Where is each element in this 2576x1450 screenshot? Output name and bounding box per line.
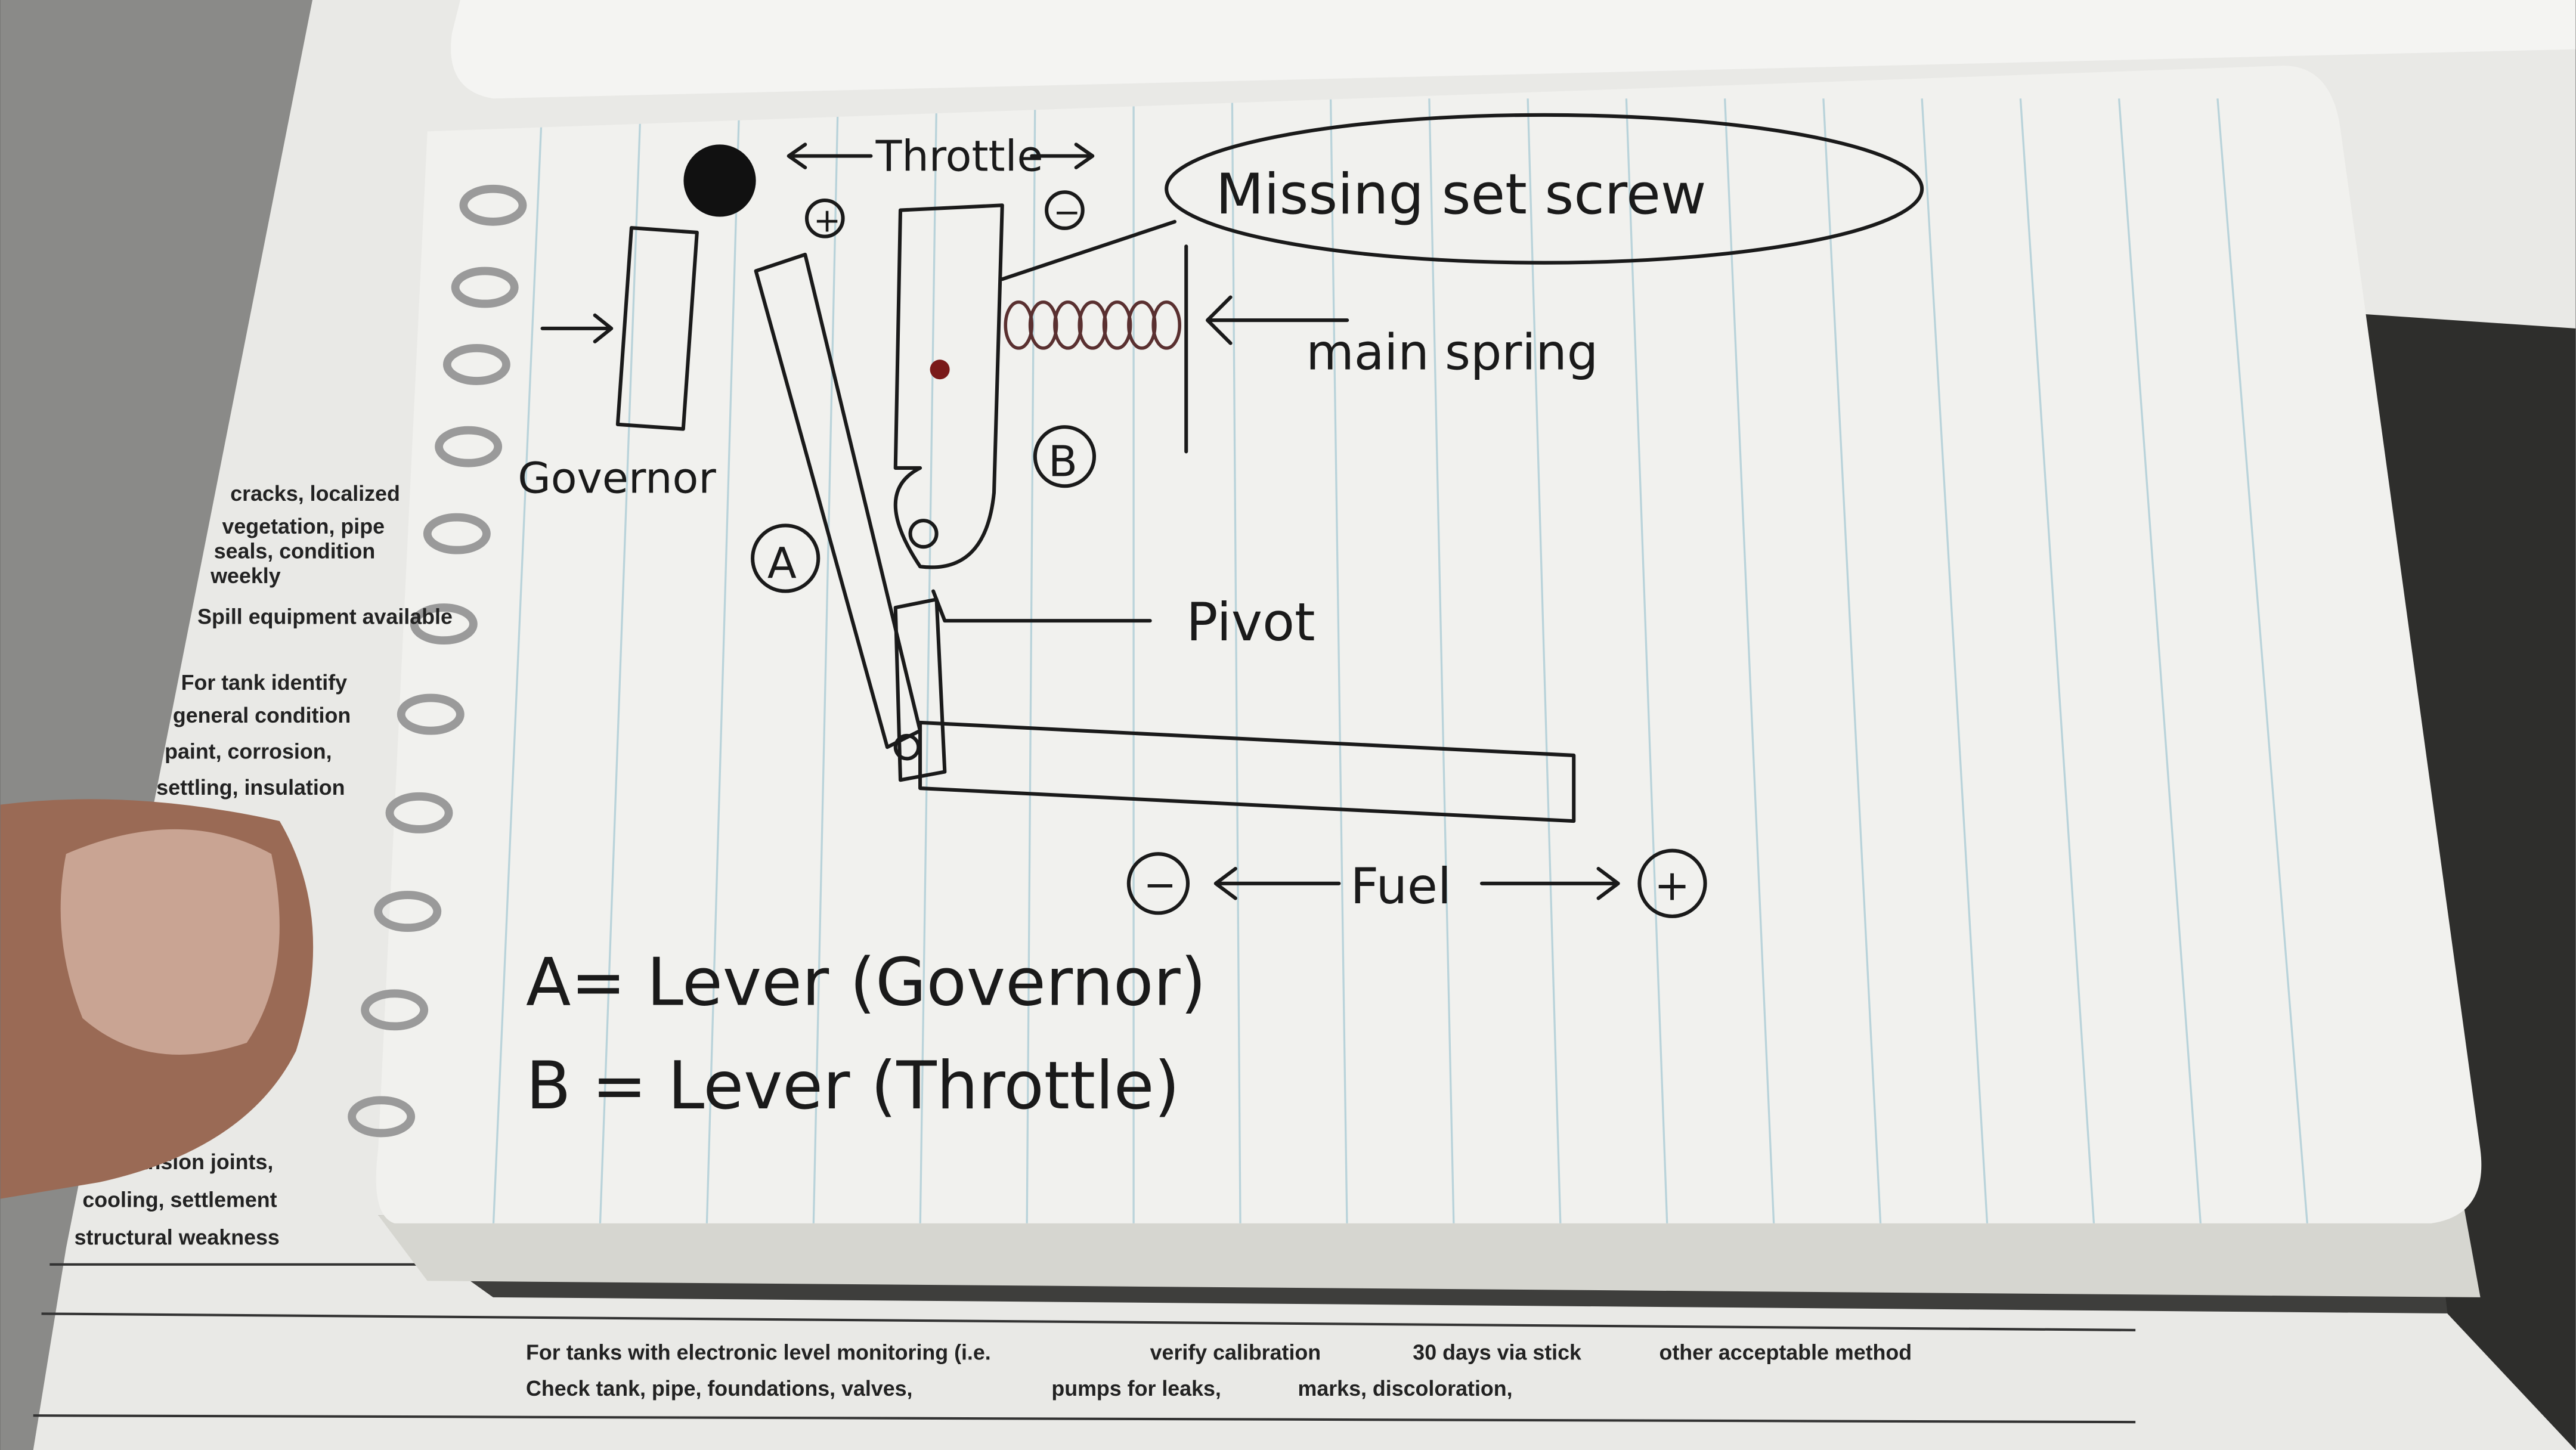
- fuel-rack-rod: [918, 720, 1576, 823]
- form-fragment: paint, corrosion,: [165, 739, 332, 763]
- set-screw-hole: [930, 360, 950, 380]
- governor-arrow: [540, 313, 614, 343]
- form-fragment: 30 days via stick: [1413, 1341, 1581, 1365]
- fuel-label: Fuel: [1351, 858, 1451, 915]
- main-spring-arrow: [1206, 295, 1349, 345]
- thumbnail: [60, 829, 280, 1055]
- marker-b-circle: [1033, 425, 1097, 488]
- main-spring-coil: [1004, 300, 1181, 350]
- governor-label: Governor: [518, 453, 716, 503]
- throttle-minus-circle: [1045, 190, 1085, 230]
- throttle-plus: +: [813, 201, 841, 239]
- form-fragment: cracks, localized: [230, 482, 400, 506]
- notebook-page: [376, 66, 2482, 1223]
- throttle-label: Throttle: [875, 131, 1044, 181]
- form-fragment: structural weakness: [75, 1226, 280, 1250]
- form-fragment: settling, insulation: [156, 776, 345, 800]
- throttle-arrow-left: [787, 142, 873, 169]
- pivot-label: Pivot: [1186, 591, 1315, 653]
- page-rule-lines: [492, 98, 2309, 1223]
- main-spring-label: main spring: [1306, 324, 1598, 382]
- callout-bubble: [1165, 113, 1924, 265]
- form-fragment: other acceptable method: [1659, 1341, 1912, 1365]
- fuel-plus: +: [1654, 860, 1690, 910]
- form-fragment: vegetation, pipe: [222, 515, 385, 538]
- form-fragment: cooling, settlement: [82, 1188, 277, 1212]
- throttle-plus-circle: [804, 198, 845, 238]
- pen: [451, 0, 2576, 99]
- screw-head-drawing: [683, 144, 756, 217]
- pivot-point: [908, 519, 939, 549]
- hand-drawn-diagram: Throttle + − Missing set screw main spri…: [518, 113, 1924, 1124]
- throttle-arrow-right: [1030, 142, 1095, 169]
- form-text-column: For tanks with electronic level monitori…: [75, 482, 1912, 1401]
- fuel-minus-circle: [1126, 852, 1190, 915]
- form-fragment: Check tank, pipe, foundations, valves,: [526, 1377, 913, 1401]
- form-fragment: Spill equipment available: [197, 605, 453, 629]
- fuel-arrow-right: [1479, 866, 1620, 900]
- throttle-minus: −: [1053, 193, 1080, 231]
- form-fragment: weekly: [210, 564, 281, 588]
- fuel-minus: −: [1144, 862, 1176, 908]
- callout-missing-set-screw: Missing set screw: [1216, 162, 1707, 227]
- fuel-plus-circle: [1637, 848, 1707, 918]
- legend-line-a: A= Lever (Governor): [526, 944, 1206, 1021]
- form-fragment: general condition: [173, 704, 351, 727]
- form-fragment: verify calibration: [1150, 1341, 1321, 1365]
- link-plate: [893, 597, 947, 782]
- legend-line-b: B = Lever (Throttle): [526, 1048, 1179, 1124]
- callout-pointer: [1000, 219, 1176, 281]
- spiral-binding: [348, 184, 527, 1138]
- form-fragment: seals, condition: [214, 539, 376, 563]
- fuel-arrow-left: [1213, 866, 1341, 900]
- throttle-lever-b: [893, 203, 1004, 569]
- governor-body: [615, 226, 699, 431]
- form-fragment: For tank identify: [181, 671, 348, 695]
- marker-b: B: [1048, 437, 1078, 487]
- form-fragment: marks, discoloration,: [1298, 1377, 1513, 1401]
- form-fragment: pumps for leaks,: [1051, 1377, 1221, 1401]
- rod-joint: [893, 733, 921, 761]
- notebook-page-stack: [378, 1207, 2481, 1297]
- form-fragment: For tanks with electronic level monitori…: [526, 1341, 991, 1365]
- marker-a: A: [767, 538, 797, 588]
- marker-a-circle: [751, 523, 821, 593]
